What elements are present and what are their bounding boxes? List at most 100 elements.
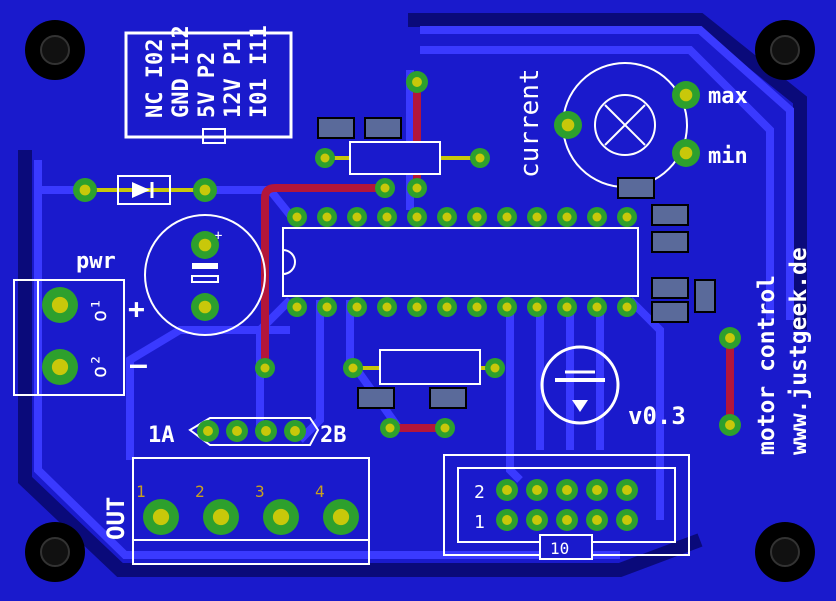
ribbon-pin-row2 — [586, 479, 608, 501]
out-label: OUT — [102, 497, 130, 540]
trace-gaps — [18, 12, 807, 577]
ic-pin-top — [377, 207, 397, 227]
current-label: current — [515, 68, 545, 178]
jumper-label-2: GND I12 — [169, 25, 194, 118]
pwr-plus-label: + — [128, 292, 145, 325]
ribbon-pin-row1 — [496, 509, 518, 531]
via-pad — [719, 414, 741, 436]
ic-pin-top — [587, 207, 607, 227]
ic-pin-top — [347, 207, 367, 227]
diode-pad — [73, 178, 97, 202]
header-pin — [255, 420, 277, 442]
pwr-terminal-pad — [42, 349, 78, 385]
out-terminal-pad — [263, 499, 299, 535]
header-left-label: 1A — [148, 423, 175, 448]
pot-pad — [672, 81, 700, 109]
header-pin — [284, 420, 306, 442]
ic-pin-top — [287, 207, 307, 227]
ribbon-pin-row2 — [526, 479, 548, 501]
ic-chip — [282, 227, 639, 297]
diode — [85, 175, 205, 205]
conn-count-label: 10 — [550, 539, 569, 558]
pot-pad — [554, 111, 582, 139]
url-label: www.justgeek.de — [786, 247, 812, 455]
version-label: v0.3 — [628, 402, 686, 430]
resistor-pad — [315, 148, 335, 168]
electrolytic-capacitor: + — [144, 214, 266, 336]
jumper-label-5: I01 I11 — [247, 25, 272, 118]
out-terminal — [132, 457, 370, 565]
jumper-tab — [202, 128, 226, 144]
pwr-minus-label: – — [130, 348, 147, 381]
ic-pin-bottom — [557, 297, 577, 317]
ic-pin-bottom — [407, 297, 427, 317]
via-pad — [719, 327, 741, 349]
header-pin — [226, 420, 248, 442]
min-label: min — [708, 144, 748, 169]
header-pin — [197, 420, 219, 442]
out-terminal-pad — [143, 499, 179, 535]
ic-pin-top — [317, 207, 337, 227]
ic-pin-bottom — [467, 297, 487, 317]
ic-pin-top — [497, 207, 517, 227]
resistors — [325, 141, 495, 385]
via-pad — [380, 418, 400, 438]
title-label: motor control — [754, 275, 780, 455]
cap-plus-label: + — [214, 228, 222, 244]
mounting-holes — [25, 20, 815, 582]
pwr-terminal-pad — [42, 287, 78, 323]
header-outline — [188, 417, 320, 446]
ic-pin-bottom — [497, 297, 517, 317]
header-right-label: 2B — [320, 423, 347, 448]
ribbon-pin-row2 — [556, 479, 578, 501]
via-pad — [255, 358, 275, 378]
out-pin-4: 4 — [315, 482, 325, 501]
out-pin-3: 3 — [255, 482, 265, 501]
resistor-pad — [470, 148, 490, 168]
ribbon-pin-row2 — [616, 479, 638, 501]
via-pad — [407, 178, 427, 198]
out-terminal-pad — [323, 499, 359, 535]
ic-pin-bottom — [317, 297, 337, 317]
ic-pin-bottom — [587, 297, 607, 317]
ic-pin-bottom — [437, 297, 457, 317]
ic-pin-bottom — [287, 297, 307, 317]
via-pad — [375, 178, 395, 198]
conn-row1-label: 1 — [474, 512, 485, 533]
pads — [42, 71, 741, 535]
conn-row2-label: 2 — [474, 482, 485, 503]
ic-pin-top — [617, 207, 637, 227]
ic-pin-top — [557, 207, 577, 227]
ribbon-pin-row2 — [496, 479, 518, 501]
power-terminal — [13, 279, 125, 396]
out-pin-2: 2 — [195, 482, 205, 501]
pot-pad — [672, 139, 700, 167]
cap-pad — [191, 231, 219, 259]
via-pad — [406, 71, 428, 93]
ic-pin-top — [527, 207, 547, 227]
ic-pin-bottom — [617, 297, 637, 317]
jumper-label-4: 12V P1 — [221, 39, 246, 118]
jumper-label-1: NC I02 — [143, 39, 168, 118]
resistor-pad — [343, 358, 363, 378]
ic-pin-bottom — [347, 297, 367, 317]
ic-pin-top — [467, 207, 487, 227]
diode-pad — [193, 178, 217, 202]
ic-pin-bottom — [527, 297, 547, 317]
cap-pad — [191, 293, 219, 321]
jumper-label-3: 5V P2 — [195, 52, 220, 118]
ribbon-pin-row1 — [586, 509, 608, 531]
ribbon-pin-row1 — [526, 509, 548, 531]
max-label: max — [708, 84, 748, 109]
ic-pin-top — [437, 207, 457, 227]
silk-labels: current max min pwr o¹ o² + – OUT 1 2 3 … — [76, 68, 812, 558]
ic-pin-top — [407, 207, 427, 227]
ribbon-connector — [443, 454, 690, 560]
jumper-silk-box — [124, 31, 293, 139]
jumper-labels: NC I02 GND I12 5V P2 12V P1 I01 I11 — [143, 25, 272, 118]
transistor — [540, 345, 620, 425]
via-pad — [435, 418, 455, 438]
out-terminal-pad — [203, 499, 239, 535]
